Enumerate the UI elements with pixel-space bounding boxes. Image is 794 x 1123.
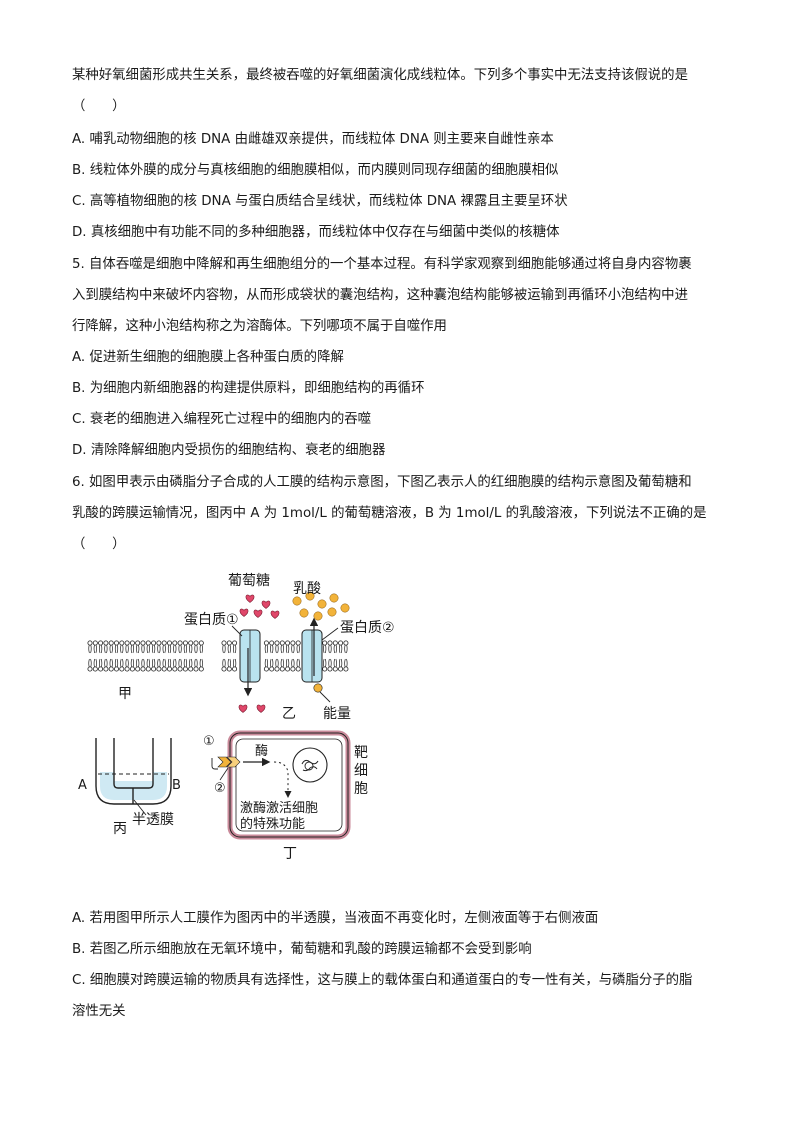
lactic-dot (305, 591, 315, 601)
q5-stem-line-2: 入到膜结构中来破坏内容物，从而形成袋状的囊泡结构，这种囊泡结构能够被运输到再循环… (72, 288, 688, 303)
receptor (226, 756, 241, 768)
q5-stem-line-1: 5. 自体吞噬是细胞中降解和再生细胞组分的一个基本过程。有科学家观察到细胞能够通… (72, 257, 692, 272)
glucose-heart (253, 609, 263, 618)
label-jia: 甲 (118, 686, 132, 702)
label-protein-1: 蛋白质① (184, 612, 239, 628)
glucose-heart (261, 600, 271, 609)
label-bing: 丙 (113, 821, 127, 837)
glucose-heart (256, 704, 266, 713)
glucose-molecules-top (239, 594, 280, 619)
label-circle-1: ① (203, 734, 215, 749)
artificial-membrane-jia (87, 640, 204, 672)
q6-stem-line-1: 6. 如图甲表示由磷脂分子合成的人工膜的结构示意图，下图乙表示人的红细胞膜的结构… (72, 475, 692, 490)
lactic-dot (317, 599, 327, 609)
lactic-dot (313, 611, 323, 621)
glucose-heart (238, 704, 248, 713)
label-solution-a: A (78, 778, 87, 793)
q5-option-a: A. 促进新生细胞的细胞膜上各种蛋白质的降解 (72, 350, 344, 365)
q5-option-d: D. 清除降解细胞内受损伤的细胞结构、衰老的细胞器 (72, 443, 386, 458)
q6-option-c-line-2: 溶性无关 (72, 1004, 126, 1019)
label-function-1: 激酶激活细胞 (240, 800, 318, 816)
q5-option-b: B. 为细胞内新细胞器的构建提供原料，即细胞结构的再循环 (72, 381, 425, 396)
lactic-dot (327, 607, 337, 617)
label-glucose: 葡萄糖 (228, 573, 270, 589)
target-cell-ding (211, 730, 351, 840)
label-enzyme: 酶 (255, 743, 268, 759)
q6-stem-line-2: 乳酸的跨膜运输情况，图丙中 A 为 1mol/L 的葡萄糖溶液，B 为 1mol… (72, 506, 707, 521)
nucleus (292, 747, 328, 783)
label-solution-b: B (172, 778, 181, 793)
label-function-2: 的特殊功能 (240, 816, 305, 832)
label-yi: 乙 (282, 706, 296, 722)
glucose-molecules-bottom (238, 704, 266, 713)
energy-dot (313, 683, 323, 693)
label-target-2: 细 (354, 763, 368, 779)
q4-option-d: D. 真核细胞中有功能不同的多种细胞器，而线粒体中仅存在与细菌中类似的核糖体 (72, 225, 560, 240)
intro-line-1: 某种好氧细菌形成共生关系，最终被吞噬的好氧细菌演化成线粒体。下列多个事实中无法支… (72, 68, 688, 83)
label-target-3: 胞 (354, 781, 368, 797)
q6-option-b: B. 若图乙所示细胞放在无氧环境中，葡萄糖和乳酸的跨膜运输都不会受到影响 (72, 942, 532, 957)
glucose-heart (245, 594, 255, 603)
lactic-dot (299, 608, 309, 618)
q4-option-b: B. 线粒体外膜的成分与真核细胞的细胞膜相似，而内膜则同现存细菌的细胞膜相似 (72, 163, 559, 178)
q4-option-c: C. 高等植物细胞的核 DNA 与蛋白质结合呈线状，而线粒体 DNA 裸露且主要… (72, 194, 568, 209)
label-protein-2: 蛋白质② (340, 620, 395, 636)
label-energy: 能量 (323, 706, 351, 722)
rbc-membrane-yi (221, 617, 349, 703)
label-semipermeable: 半透膜 (132, 812, 174, 828)
label-circle-2: ② (214, 781, 226, 796)
lactic-dot (329, 593, 339, 603)
signal-molecule (217, 756, 232, 768)
q6-figure: 甲 葡萄糖 乳酸 蛋白质① 蛋白质② 乙 能量 A B 半透膜 (78, 573, 395, 860)
q5-option-c: C. 衰老的细胞进入编程死亡过程中的细胞内的吞噬 (72, 412, 372, 427)
q6-stem-line-3: （ ） (72, 537, 126, 552)
q5-stem-line-3: 行降解，这种小泡结构称之为溶酶体。下列哪项不属于自噬作用 (72, 319, 447, 334)
q4-option-a: A. 哺乳动物细胞的核 DNA 由雌雄双亲提供，而线粒体 DNA 则主要来自雌性… (72, 132, 554, 147)
label-lactic: 乳酸 (293, 581, 321, 597)
q6-option-c-line-1: C. 细胞膜对跨膜运输的物质具有选择性，这与膜上的载体蛋白和通道蛋白的专一性有关… (72, 973, 693, 988)
glucose-heart (270, 610, 280, 619)
u-tube-bing (95, 738, 172, 816)
label-target-1: 靶 (354, 745, 368, 761)
lactic-molecules (292, 591, 350, 621)
lactic-dot (340, 603, 350, 613)
lactic-dot (292, 596, 302, 606)
intro-line-2: （ ） (72, 99, 126, 114)
q6-option-a: A. 若用图甲所示人工膜作为图丙中的半透膜，当液面不再变化时，左侧液面等于右侧液… (72, 911, 599, 926)
label-ding: 丁 (283, 846, 297, 860)
glucose-heart (239, 608, 249, 617)
